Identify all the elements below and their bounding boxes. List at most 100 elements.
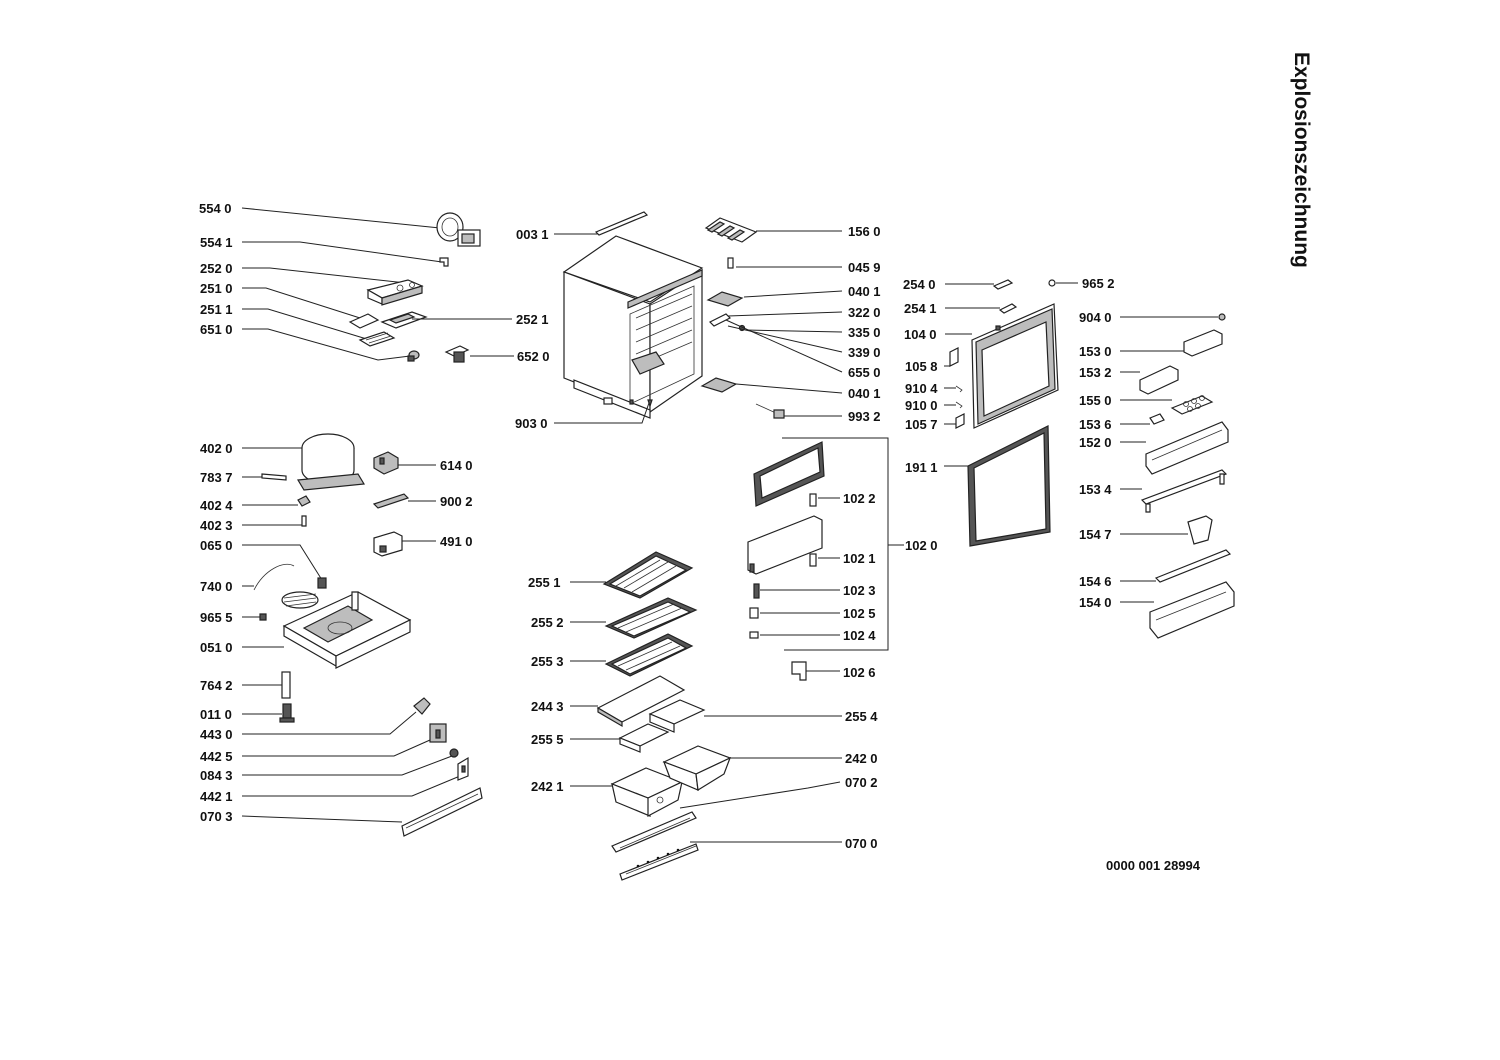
crisper-cover-part	[596, 675, 686, 728]
group-shelves: 255 1 255 2 255 3 244 3 255 5	[528, 551, 878, 881]
screw-910-0-part	[955, 401, 963, 409]
ice-tray-part	[704, 217, 758, 243]
freezer-door-frame-part	[753, 441, 825, 507]
label-255-2: 255 2	[531, 615, 564, 630]
spring-102-5-part	[749, 607, 759, 619]
group-door: 254 0 965 2 254 1 104 0 105 8 910 4 910 …	[903, 276, 1115, 547]
label-402-3: 402 3	[200, 518, 233, 533]
label-040-1-top: 040 1	[848, 284, 881, 299]
label-910-0: 910 0	[905, 398, 938, 413]
label-335-0: 335 0	[848, 325, 881, 340]
plinth-part	[401, 787, 483, 837]
label-153-4: 153 4	[1079, 482, 1112, 497]
bottle-retainer-part	[1154, 549, 1232, 583]
hinge-bottom-part	[700, 377, 738, 393]
condenser-coil-part	[253, 564, 319, 609]
front-trim-part	[619, 843, 699, 881]
hinge-102-1-part	[809, 553, 817, 567]
sleeve-part	[301, 515, 307, 527]
label-155-0: 155 0	[1079, 393, 1112, 408]
label-402-0: 402 0	[200, 441, 233, 456]
label-242-1: 242 1	[531, 779, 564, 794]
label-442-5: 442 5	[200, 749, 233, 764]
label-244-3: 244 3	[531, 699, 564, 714]
label-156-0: 156 0	[848, 224, 881, 239]
label-102-5: 102 5	[843, 606, 876, 621]
label-102-2: 102 2	[843, 491, 876, 506]
label-003-1: 003 1	[516, 227, 549, 242]
label-402-4: 402 4	[200, 498, 233, 513]
door-gasket-part	[967, 425, 1051, 547]
drain-part	[755, 403, 785, 419]
crisper-drawer-right-part	[662, 745, 732, 791]
label-154-6: 154 6	[1079, 574, 1112, 589]
hinge-pin-part	[998, 303, 1018, 314]
freezer-door-panel-part	[747, 515, 823, 575]
label-154-0: 154 0	[1079, 595, 1112, 610]
diagram-title: Explosionszeichnung	[1290, 52, 1313, 268]
label-251-1: 251 1	[200, 302, 233, 317]
label-322-0: 322 0	[848, 305, 881, 320]
label-651-0: 651 0	[200, 322, 233, 337]
cover-442-1-part	[457, 756, 469, 781]
label-910-4: 910 4	[905, 381, 938, 396]
upper-door-shelf-part	[1145, 421, 1229, 475]
label-153-6: 153 6	[1079, 417, 1112, 432]
label-655-0: 655 0	[848, 365, 881, 380]
label-764-2: 764 2	[200, 678, 233, 693]
cap-102-4-part	[749, 631, 759, 639]
bottle-shelf-part	[1149, 581, 1235, 639]
label-443-0: 443 0	[200, 727, 233, 742]
glass-shelf-upper-part	[602, 551, 694, 599]
label-252-0: 252 0	[200, 261, 233, 276]
label-252-1: 252 1	[516, 312, 549, 327]
latch-102-6-part	[791, 661, 807, 681]
shelf-support-right-part	[648, 699, 706, 733]
clamp-part	[373, 531, 403, 557]
group-door-shelves: 904 0 153 0 153 2 155 0 153 6 152 0 153 …	[1079, 310, 1235, 639]
label-153-2: 153 2	[1079, 365, 1112, 380]
label-105-8: 105 8	[905, 359, 938, 374]
pin-part	[727, 257, 734, 269]
glass-shelf-lower-part	[604, 633, 694, 677]
bracket-900-part	[372, 493, 410, 509]
label-102-1: 102 1	[843, 551, 876, 566]
knob-904-part	[1218, 313, 1226, 321]
label-614-0: 614 0	[440, 458, 473, 473]
label-783-7: 783 7	[200, 470, 233, 485]
label-051-0: 051 0	[200, 640, 233, 655]
group-cabinet-parts-right: 156 0 045 9 040 1 322 0 335 0 339 0 655 …	[700, 217, 881, 424]
label-965-5: 965 5	[200, 610, 233, 625]
knob-ring-part	[436, 212, 481, 247]
label-104-0: 104 0	[904, 327, 937, 342]
lamp-holder-part	[444, 345, 500, 363]
label-070-2: 070 2	[845, 775, 878, 790]
drawer-handle-part	[611, 811, 697, 853]
overload-part	[449, 748, 459, 758]
clip-part	[439, 257, 449, 267]
label-255-4: 255 4	[845, 709, 878, 724]
door-stop-part	[949, 347, 959, 367]
label-191-1: 191 1	[905, 460, 938, 475]
label-554-0: 554 0	[199, 201, 232, 216]
base-plate-part	[282, 591, 412, 669]
hinge-cover-part	[992, 279, 1014, 290]
foot-part	[281, 671, 291, 699]
cover-plate-part	[380, 311, 428, 329]
capillary-part	[261, 473, 287, 481]
label-904-0: 904 0	[1079, 310, 1112, 325]
bulb-part	[407, 350, 420, 362]
thermostat-part	[348, 313, 380, 329]
label-102-6: 102 6	[843, 665, 876, 680]
label-255-5: 255 5	[531, 732, 564, 747]
label-251-0: 251 0	[200, 281, 233, 296]
door-stop-lower-part	[955, 413, 965, 429]
door-part	[971, 303, 1059, 429]
top-trim-part	[594, 211, 649, 236]
label-740-0: 740 0	[200, 579, 233, 594]
label-102-0: 102 0	[905, 538, 938, 553]
label-084-3: 084 3	[200, 768, 233, 783]
crisper-drawer-left-part	[610, 767, 684, 817]
group-compressor: 402 0 783 7 402 4 402 3 065 0 740 0 965 …	[200, 433, 483, 837]
label-040-1-bottom: 040 1	[848, 386, 881, 401]
